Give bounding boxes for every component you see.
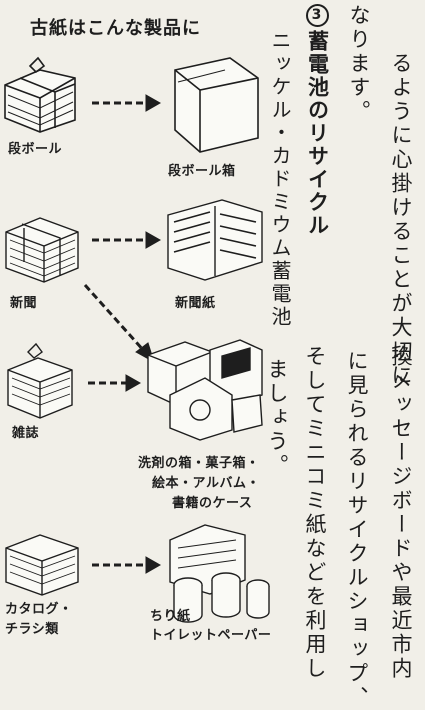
body-text-column-2: なります。 xyxy=(347,4,371,124)
body-text-column-1: るように心掛けることが大切に xyxy=(389,52,413,388)
sub-text-column: ニッケル・カドミウム蓄電池 xyxy=(268,30,292,329)
tissue-and-toilet-paper-icon xyxy=(169,524,270,623)
arrow-icon xyxy=(88,374,142,392)
arrow-icon xyxy=(92,556,162,574)
body-text-column-4: に見られるリサイクルショップ、 xyxy=(345,350,369,710)
arrow-icon xyxy=(92,231,162,249)
product-label-newsprint: 新聞紙 xyxy=(175,296,216,311)
product-label-cardboard-box: 段ボール箱 xyxy=(168,164,236,179)
body-text-column-5: そしてミニコミ紙などを利用し xyxy=(303,345,327,681)
product-label-tissue: ちり紙 xyxy=(150,609,191,624)
product-label-magazine-1: 洗剤の箱・菓子箱・ xyxy=(138,456,260,471)
product-label-toilet-paper: トイレットペーパー xyxy=(150,628,272,643)
newspaper-icon xyxy=(167,199,263,281)
magazine-bundle-icon xyxy=(7,342,73,419)
source-label-cardboard: 段ボール xyxy=(8,142,63,157)
section-number: 3 xyxy=(306,4,329,27)
body-text-column-3: 換メッセージボードや最近市内 xyxy=(389,345,413,681)
newspaper-bundle-icon xyxy=(5,217,79,283)
source-label-catalog-2: チラシ類 xyxy=(5,622,59,637)
panel-title: 古紙はこんな製品に xyxy=(30,18,201,39)
diagonal-arrow-icon xyxy=(83,283,155,364)
catalog-bundle-icon xyxy=(5,534,79,596)
cardboard-box-icon xyxy=(174,57,259,153)
body-text-column-6: ましょう。 xyxy=(265,358,289,478)
product-label-magazine-2: 絵本・アルバム・ xyxy=(152,476,261,491)
section-heading-text: 蓄電池のリサイクル xyxy=(305,30,330,237)
product-label-magazine-3: 書籍のケース xyxy=(172,496,253,511)
arrow-icon xyxy=(92,94,162,112)
source-label-magazine: 雑誌 xyxy=(12,426,40,441)
cardboard-bundle-icon xyxy=(4,56,76,133)
source-label-newspaper: 新聞 xyxy=(10,296,38,311)
section-heading: 3 蓄電池のリサイクル xyxy=(305,4,330,237)
boxes-and-books-icon xyxy=(147,339,263,441)
source-label-catalog-1: カタログ・ xyxy=(5,602,73,617)
recycling-diagram xyxy=(4,56,270,623)
